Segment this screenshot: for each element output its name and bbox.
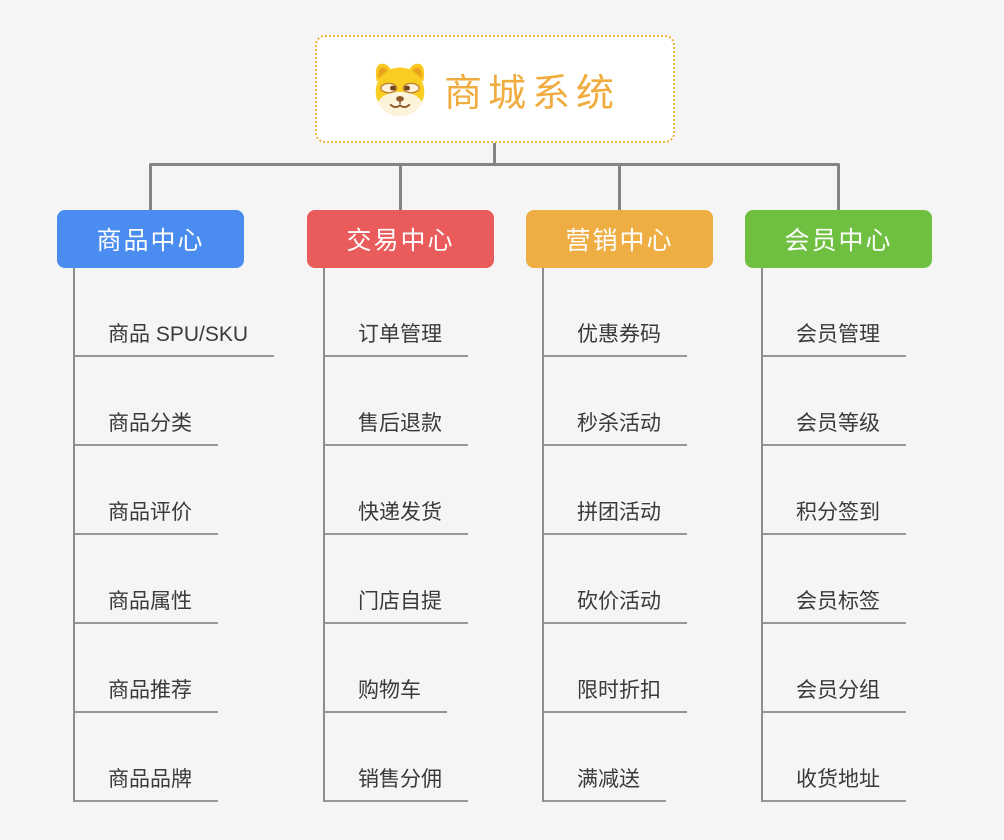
mindmap-node[interactable]: 快递发货 <box>325 496 468 535</box>
child-row: 积分签到 <box>763 446 932 535</box>
branch-rail-line <box>149 163 840 166</box>
child-row: 满减送 <box>544 713 713 802</box>
branch-drop-line <box>618 164 621 210</box>
branch-node[interactable]: 会员中心 <box>745 210 932 268</box>
child-row: 快递发货 <box>325 446 494 535</box>
child-row: 售后退款 <box>325 357 494 446</box>
mindmap-node[interactable]: 商品分类 <box>75 407 218 446</box>
mindmap-node[interactable]: 优惠券码 <box>544 318 687 357</box>
branch-drop-line <box>149 164 152 210</box>
branch-children: 优惠券码 秒杀活动 拼团活动 砍价活动 限时折扣 满减送 <box>542 268 713 802</box>
child-row: 限时折扣 <box>544 624 713 713</box>
child-row: 商品品牌 <box>75 713 244 802</box>
branch-children: 订单管理 售后退款 快递发货 门店自提 购物车 销售分佣 <box>323 268 494 802</box>
mindmap-node[interactable]: 会员管理 <box>763 318 906 357</box>
child-row: 商品推荐 <box>75 624 244 713</box>
mindmap-node[interactable]: 商品评价 <box>75 496 218 535</box>
child-row: 会员等级 <box>763 357 932 446</box>
mindmap-node[interactable]: 商品 SPU/SKU <box>75 318 275 357</box>
branch-drop-line <box>399 164 402 210</box>
child-row: 销售分佣 <box>325 713 494 802</box>
child-row: 订单管理 <box>325 268 494 357</box>
mindmap-node[interactable]: 门店自提 <box>325 585 468 624</box>
mindmap-node[interactable]: 砍价活动 <box>544 585 687 624</box>
branch-node[interactable]: 营销中心 <box>526 210 713 268</box>
branch-product-center: 商品中心 商品 SPU/SKU 商品分类 商品评价 商品属性 商品推荐 商品品牌 <box>57 210 275 802</box>
child-row: 商品 SPU/SKU <box>75 268 275 357</box>
branch-drop-line <box>837 164 840 210</box>
mindmap-node[interactable]: 订单管理 <box>325 318 468 357</box>
branch-trade-center: 交易中心 订单管理 售后退款 快递发货 门店自提 购物车 销售分佣 <box>307 210 494 802</box>
mindmap-node[interactable]: 会员标签 <box>763 585 906 624</box>
mindmap-node[interactable]: 收货地址 <box>763 763 906 802</box>
child-row: 商品分类 <box>75 357 244 446</box>
branch-children: 会员管理 会员等级 积分签到 会员标签 会员分组 收货地址 <box>761 268 932 802</box>
branch-node[interactable]: 交易中心 <box>307 210 494 268</box>
root-node-title: 商城系统 <box>443 72 620 115</box>
child-row: 会员标签 <box>763 535 932 624</box>
child-row: 砍价活动 <box>544 535 713 624</box>
mindmap-node[interactable]: 满减送 <box>544 763 666 802</box>
root-connector-line <box>493 142 496 165</box>
child-row: 秒杀活动 <box>544 357 713 446</box>
child-row: 购物车 <box>325 624 494 713</box>
mindmap-node[interactable]: 限时折扣 <box>544 674 687 713</box>
child-row: 拼团活动 <box>544 446 713 535</box>
mindmap-node[interactable]: 积分签到 <box>763 496 906 535</box>
mindmap-node[interactable]: 商品品牌 <box>75 763 218 802</box>
mindmap-node[interactable]: 秒杀活动 <box>544 407 687 446</box>
mindmap-node[interactable]: 商品属性 <box>75 585 218 624</box>
doge-dog-face-icon <box>375 63 425 117</box>
mindmap-node[interactable]: 商品推荐 <box>75 674 218 713</box>
branch-node[interactable]: 商品中心 <box>57 210 244 268</box>
branch-marketing-center: 营销中心 优惠券码 秒杀活动 拼团活动 砍价活动 限时折扣 满减送 <box>526 210 713 802</box>
mindmap-node[interactable]: 会员分组 <box>763 674 906 713</box>
mindmap-node[interactable]: 购物车 <box>325 674 447 713</box>
child-row: 会员管理 <box>763 268 932 357</box>
child-row: 会员分组 <box>763 624 932 713</box>
child-row: 收货地址 <box>763 713 932 802</box>
mindmap-node[interactable]: 拼团活动 <box>544 496 687 535</box>
mindmap-node[interactable]: 会员等级 <box>763 407 906 446</box>
child-row: 门店自提 <box>325 535 494 624</box>
child-row: 商品评价 <box>75 446 244 535</box>
branch-member-center: 会员中心 会员管理 会员等级 积分签到 会员标签 会员分组 收货地址 <box>745 210 932 802</box>
mindmap-node[interactable]: 售后退款 <box>325 407 468 446</box>
mindmap-node[interactable]: 销售分佣 <box>325 763 468 802</box>
root-node[interactable]: 商城系统 <box>315 35 675 143</box>
child-row: 优惠券码 <box>544 268 713 357</box>
child-row: 商品属性 <box>75 535 244 624</box>
branch-children: 商品 SPU/SKU 商品分类 商品评价 商品属性 商品推荐 商品品牌 <box>73 268 275 802</box>
